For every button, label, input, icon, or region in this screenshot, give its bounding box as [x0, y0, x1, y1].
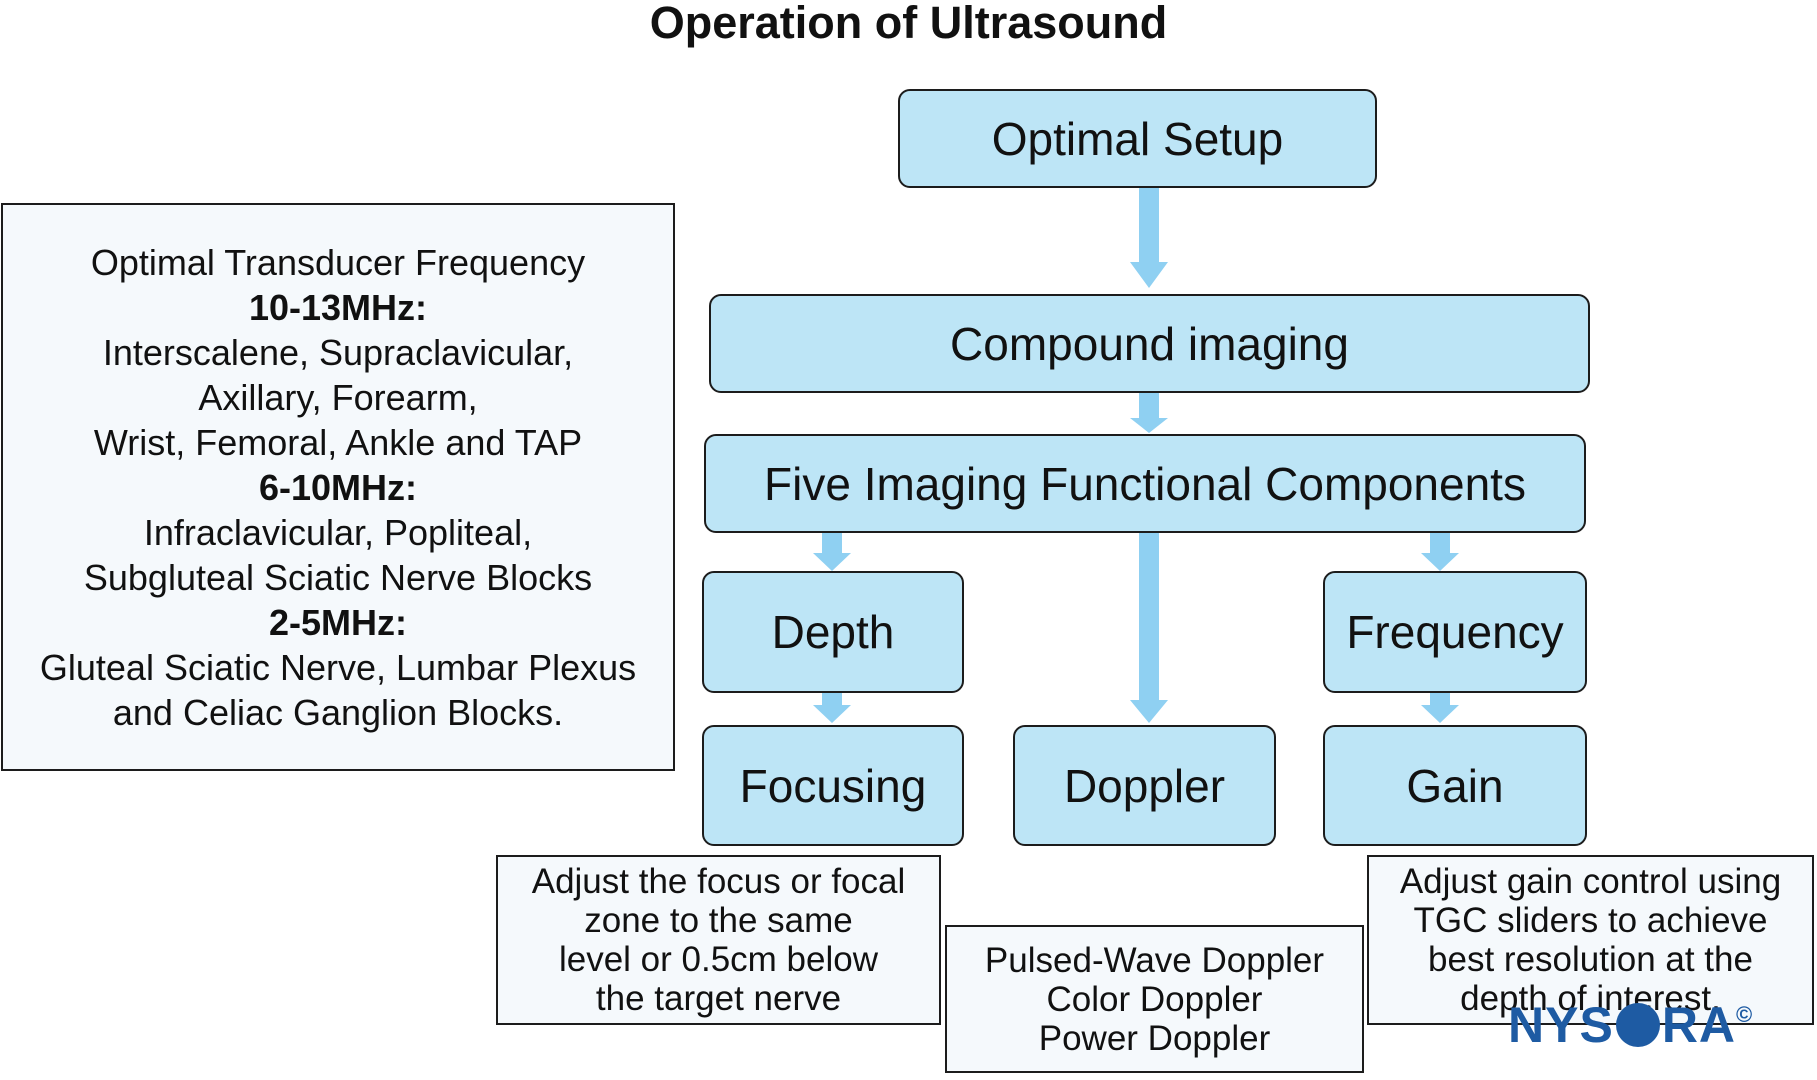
block-list-line: and Celiac Ganglion Blocks. [112, 691, 564, 733]
node-label: Five Imaging Functional Components [764, 457, 1526, 510]
block-list-line: Gluteal Sciatic Nerve, Lumbar Plexus [39, 646, 637, 688]
note-line: depth of interest. [1460, 979, 1721, 1018]
node-doppler: Doppler [1013, 725, 1276, 846]
block-list-line: Interscalene, Supraclavicular, [102, 331, 574, 373]
note-line: Power Doppler [1038, 1018, 1271, 1058]
doppler-note: Pulsed-Wave Doppler Color Doppler Power … [945, 925, 1364, 1073]
logo-o-icon [1615, 1003, 1660, 1047]
note-line: TGC sliders to achieve [1413, 901, 1768, 940]
node-label: Gain [1406, 759, 1504, 812]
arrow-compound-to-five [1130, 393, 1168, 433]
node-label: Frequency [1346, 606, 1564, 658]
node-label: Depth [771, 606, 895, 658]
panel-heading: Optimal Transducer Frequency [90, 241, 586, 283]
arrow-depth-to-focusing [813, 693, 851, 723]
node-gain: Gain [1323, 725, 1587, 846]
frequency-range: 2-5MHz: [268, 601, 407, 643]
node-label: Compound imaging [950, 317, 1349, 370]
logo-text: R [1661, 997, 1699, 1053]
copyright-icon: © [1736, 1002, 1754, 1027]
nysora-logo: NYS RA© [1508, 988, 1753, 1052]
logo-text: A [1698, 997, 1737, 1053]
block-list-line: Infraclavicular, Popliteal, [143, 511, 533, 553]
focusing-note: Adjust the focus or focal zone to the sa… [496, 855, 941, 1025]
node-label: Optimal Setup [991, 112, 1284, 165]
note-line: level or 0.5cm below [558, 940, 879, 979]
node-optimal-setup: Optimal Setup [898, 89, 1377, 188]
node-label: Doppler [1063, 759, 1226, 812]
note-line: the target nerve [595, 979, 842, 1018]
gain-note: Adjust gain control using TGC sliders to… [1367, 855, 1814, 1025]
note-line: best resolution at the [1428, 940, 1753, 979]
diagram-title: Operation of Ultrasound [649, 0, 1168, 48]
block-list-line: Axillary, Forearm, [198, 376, 478, 418]
note-line: zone to the same [584, 901, 853, 940]
node-compound-imaging: Compound imaging [709, 294, 1590, 393]
node-five-components: Five Imaging Functional Components [704, 434, 1586, 533]
block-list-line: Subgluteal Sciatic Nerve Blocks [83, 556, 593, 598]
arrow-five-to-frequency [1421, 533, 1459, 571]
frequency-range: 10-13MHz: [248, 286, 428, 328]
arrow-setup-to-compound [1130, 188, 1168, 288]
frequency-range: 6-10MHz: [258, 466, 418, 508]
note-line: Color Doppler [1046, 979, 1263, 1019]
arrow-five-to-depth [813, 533, 851, 571]
node-depth: Depth [702, 571, 964, 693]
arrow-five-to-doppler [1130, 533, 1168, 723]
node-frequency: Frequency [1323, 571, 1587, 693]
note-line: Adjust gain control using [1399, 862, 1782, 901]
transducer-frequency-panel: Optimal Transducer Frequency 10-13MHz: I… [1, 203, 675, 771]
logo-text: NYS [1508, 997, 1614, 1053]
arrow-frequency-to-gain [1421, 693, 1459, 723]
block-list-line: Wrist, Femoral, Ankle and TAP [93, 421, 583, 463]
note-line: Pulsed-Wave Doppler [984, 940, 1325, 980]
node-label: Focusing [739, 759, 927, 812]
node-focusing: Focusing [702, 725, 964, 846]
note-line: Adjust the focus or focal [531, 862, 906, 901]
